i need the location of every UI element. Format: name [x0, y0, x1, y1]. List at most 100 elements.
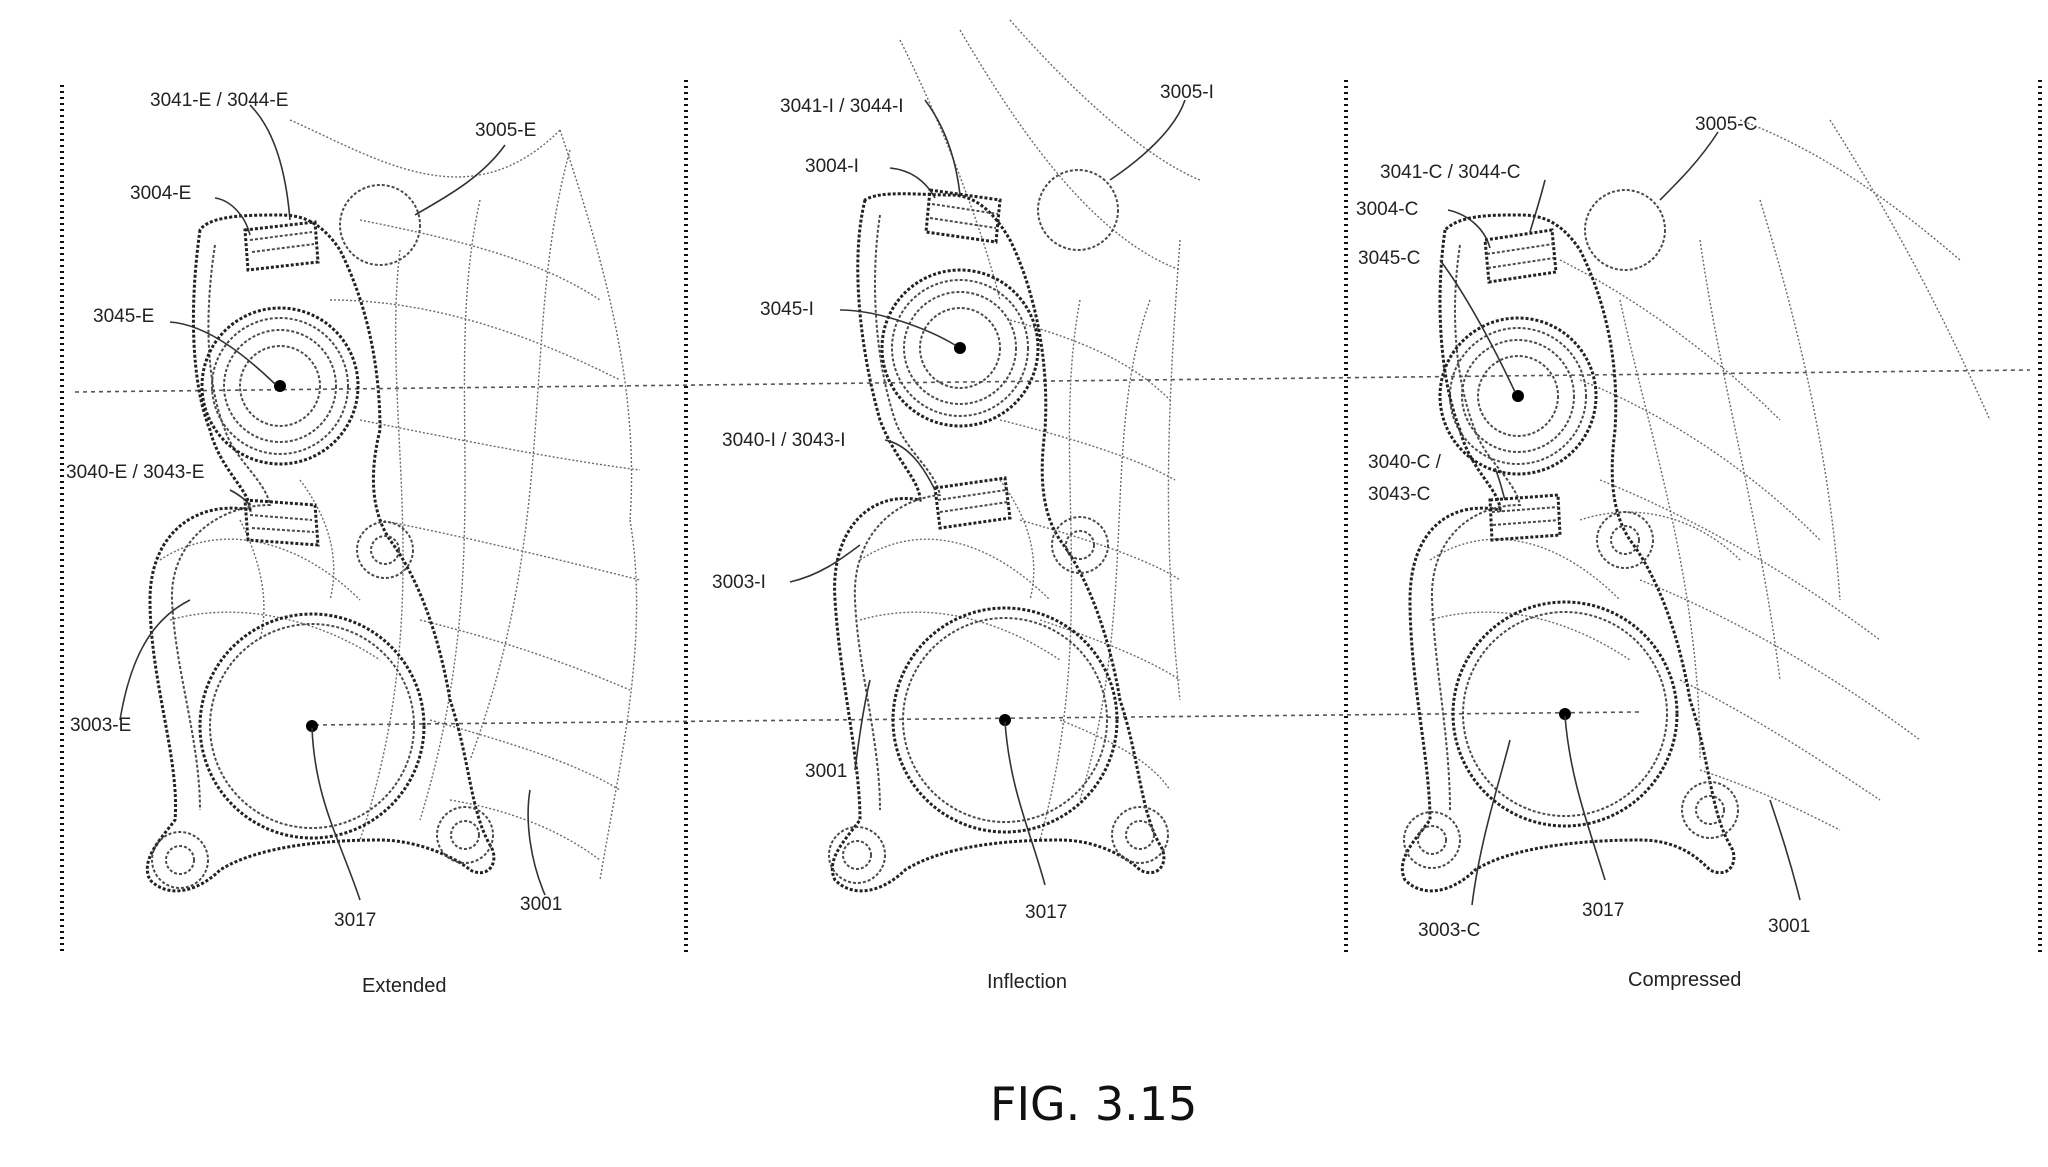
label-3045: 3045-E: [93, 306, 154, 327]
label-3004: 3004-I: [805, 156, 859, 177]
main-pivot-outer: [198, 612, 426, 840]
label-3001: 3001: [1768, 916, 1810, 937]
pivot-bearing-ring-3: [903, 291, 1017, 405]
label-3045: 3045-C: [1358, 248, 1420, 269]
main-pivot-inner: [209, 623, 415, 829]
pivot-boss-upper: [356, 521, 414, 579]
pivot-bearing-ring-3: [1461, 339, 1575, 453]
upper-block-inner: [929, 203, 999, 229]
pivot-boss-right: [1681, 781, 1739, 839]
label-3040-line1: 3040-C /: [1368, 452, 1442, 473]
leader-3017: [311, 727, 361, 901]
pivot-bearing-ring-4: [239, 345, 321, 427]
label-3017: 3017: [1582, 900, 1624, 921]
upper-pivot-center-dot: [954, 342, 966, 354]
pivot-boss-right-inner: [1125, 820, 1155, 850]
main-pivot-center-dot: [1559, 708, 1571, 720]
inner-housing-outline: [853, 214, 942, 811]
lower-pivot-reference-line: [314, 711, 1641, 726]
leader-3041: [1529, 179, 1546, 233]
pivot-boss-upper-inner: [1610, 525, 1640, 555]
shock-mount-circle: [339, 184, 421, 266]
shock-mount-circle: [1037, 169, 1119, 251]
leader-3005: [1109, 99, 1186, 181]
pivot-boss-left: [828, 826, 886, 884]
pivot-bearing-outer: [1438, 316, 1598, 476]
pivot-boss-left-inner: [1417, 825, 1447, 855]
link-housing-outline: [830, 192, 1166, 893]
label-3045: 3045-I: [760, 299, 814, 320]
leader-3045: [1439, 259, 1516, 393]
pivot-bearing-outer: [880, 268, 1040, 428]
leader-3001: [854, 679, 871, 771]
frame-mesh: [859, 19, 1201, 841]
panel-extended: 3041-E / 3044-E 3005-E 3004-E 3045-E 304…: [66, 90, 641, 997]
pivot-boss-right-inner: [450, 820, 480, 850]
label-3001: 3001: [520, 894, 562, 915]
leader-3017: [1564, 715, 1606, 881]
leader-3005: [1659, 131, 1719, 201]
label-3017: 3017: [334, 910, 376, 931]
panel-inflection: 3041-I / 3044-I 3005-I 3004-I 3045-I 304…: [712, 19, 1214, 993]
pivot-bearing-ring-2: [891, 279, 1029, 417]
upper-pivot-reference-line: [74, 369, 2031, 393]
panel-caption: Inflection: [987, 971, 1067, 993]
label-3040-3043: 3040-E / 3043-E: [66, 462, 204, 483]
leader-3040: [1494, 467, 1506, 501]
leader-3004: [214, 197, 251, 236]
label-3004: 3004-C: [1356, 199, 1418, 220]
leader-3017: [1004, 721, 1046, 886]
leader-3003: [119, 599, 191, 721]
main-pivot-center-dot: [306, 720, 318, 732]
leader-3040: [884, 439, 936, 491]
label-3003: 3003-I: [712, 572, 766, 593]
leader-3003: [1471, 739, 1511, 906]
panel-caption: Compressed: [1628, 969, 1741, 991]
shock-mount-circle: [1584, 189, 1666, 271]
lower-block-inner: [937, 489, 1009, 513]
upper-block-inner: [249, 231, 315, 253]
label-3003: 3003-C: [1418, 920, 1480, 941]
leader-3005: [414, 144, 506, 216]
frame-mesh: [159, 119, 641, 881]
pivot-boss-left: [151, 831, 209, 889]
figure-label: FIG. 3.15: [990, 1077, 1197, 1131]
label-3005: 3005-E: [475, 120, 536, 141]
leader-3041: [249, 104, 291, 221]
leader-3040: [229, 489, 251, 506]
lower-block: [243, 498, 320, 547]
main-pivot-outer: [891, 606, 1119, 834]
pivot-bearing-ring-2: [211, 317, 349, 455]
pivot-boss-upper-inner: [1065, 530, 1095, 560]
leader-3003: [789, 544, 861, 583]
leader-3045: [169, 321, 276, 385]
label-3043-line2: 3043-C: [1368, 484, 1430, 505]
pivot-boss-left-inner: [165, 845, 195, 875]
upper-pivot-center-dot: [1512, 390, 1524, 402]
label-3005: 3005-C: [1695, 114, 1757, 135]
leader-3045: [839, 309, 956, 346]
label-3004: 3004-E: [130, 183, 191, 204]
pivot-boss-right: [436, 806, 494, 864]
leader-3001: [1769, 799, 1801, 901]
pivot-bearing-ring-3: [223, 329, 337, 443]
pivot-boss-left-inner: [842, 840, 872, 870]
label-3041-3044: 3041-C / 3044-C: [1380, 162, 1520, 183]
leader-3004: [889, 167, 936, 199]
main-pivot-outer: [1451, 600, 1679, 828]
lower-block: [933, 476, 1012, 530]
link-housing-outline: [1400, 213, 1736, 893]
leader-3001: [527, 789, 546, 896]
pivot-boss-left: [1403, 811, 1461, 869]
leader-3004: [1447, 209, 1491, 249]
pivot-boss-right: [1111, 806, 1169, 864]
main-pivot-center-dot: [999, 714, 1011, 726]
pivot-bearing-ring-2: [1449, 327, 1587, 465]
label-3041-3044: 3041-E / 3044-E: [150, 90, 288, 111]
upper-block: [924, 188, 1002, 244]
leader-3041: [924, 99, 961, 196]
inner-housing-outline: [170, 244, 272, 811]
pivot-boss-right-inner: [1695, 795, 1725, 825]
pivot-bearing-outer: [200, 306, 360, 466]
